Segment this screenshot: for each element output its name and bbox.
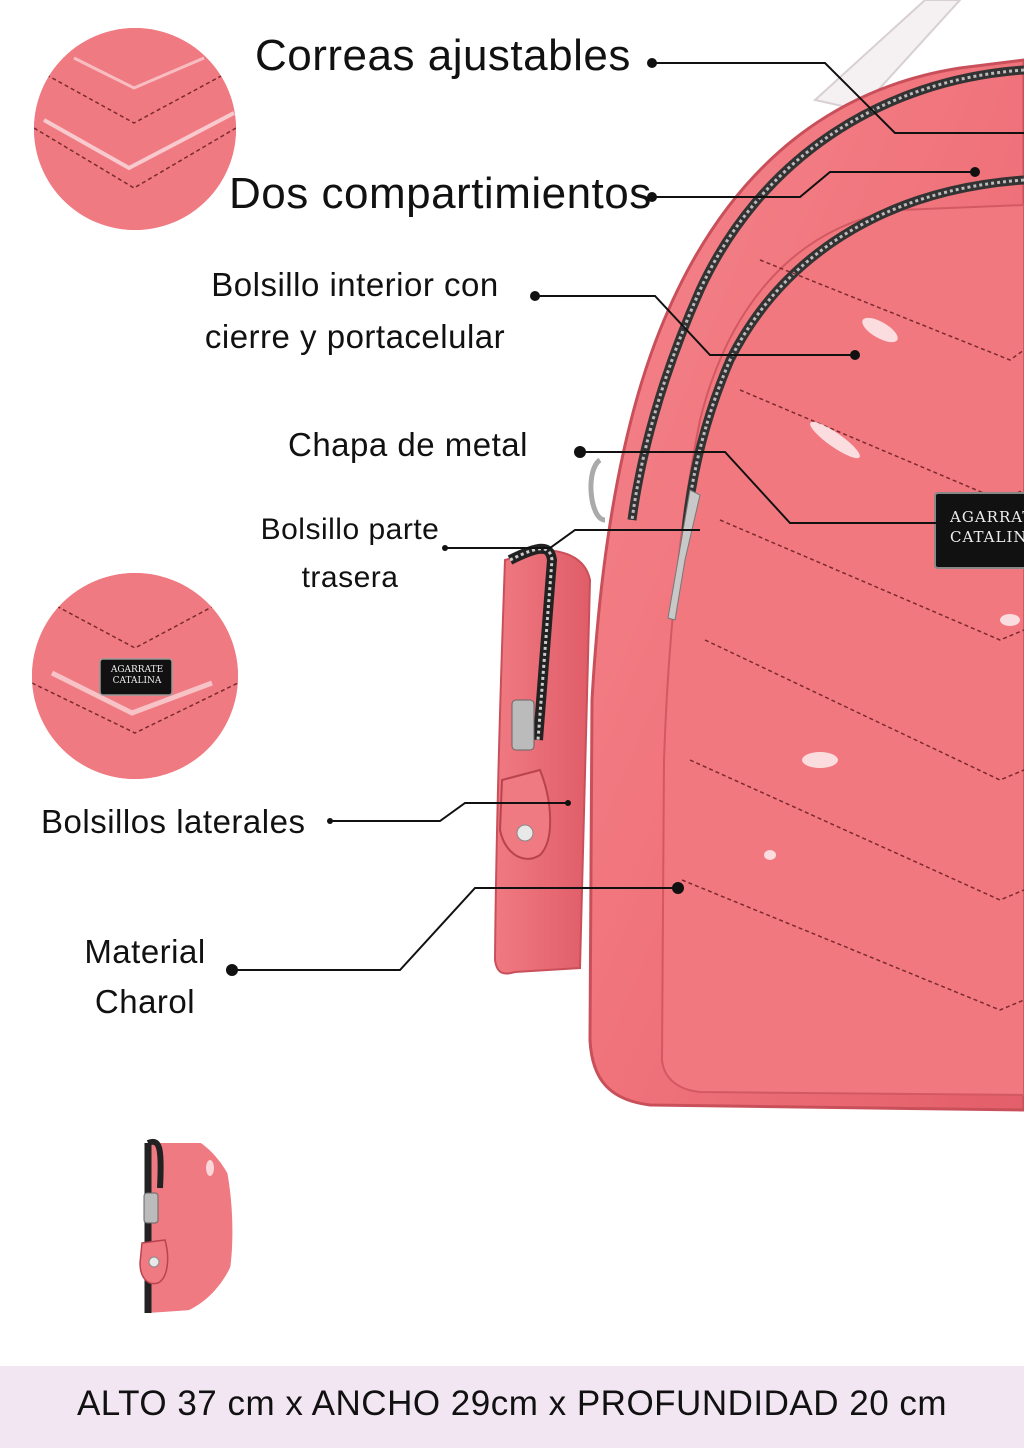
label-material-line1: Material: [84, 933, 206, 970]
brand-plate-line1: AGARRATE: [950, 508, 1024, 526]
brand-plate-line2: CATALINA: [950, 527, 1024, 546]
dimensions-text: ALTO 37 cm x ANCHO 29cm x PROFUNDIDAD 20…: [76, 1384, 948, 1423]
leader-lines: [232, 62, 1024, 971]
gloss-highlights: [764, 317, 1020, 860]
label-material-line2: Charol: [94, 982, 196, 1020]
side-pocket: [493, 548, 592, 975]
label-metal-plate: Chapa de metal: [288, 426, 528, 463]
detail-circle-brand-plate: AGARRATE CATALINA: [32, 573, 238, 779]
label-inner-pocket-line1: Bolsillo interior con: [211, 266, 499, 303]
side-pocket-detail-image: [70, 1128, 240, 1318]
clip-hardware: [667, 489, 701, 621]
label-back-pocket: Bolsillo parte trasera: [250, 512, 450, 596]
label-side-pockets: Bolsillos laterales: [41, 803, 306, 840]
label-inner-pocket: Bolsillo interior con cierre y portacelu…: [185, 265, 525, 356]
small-plate-line2: CATALINA: [112, 676, 162, 687]
chevron-detail-image: [34, 28, 236, 230]
small-plate-line1: AGARRATE: [110, 665, 164, 675]
label-back-pocket-line2: trasera: [301, 561, 399, 594]
label-adjustable-straps: Correas ajustables: [255, 31, 631, 80]
leader-dots: [226, 58, 980, 976]
metal-hook: [588, 457, 606, 523]
label-two-compartments: Dos compartimientos: [229, 169, 652, 218]
detail-circle-side-pocket: [70, 1128, 240, 1318]
dimensions-bar: [0, 1366, 1024, 1448]
brand-plate-detail-image: [32, 573, 238, 779]
chevron-stitching: [681, 259, 1024, 1011]
label-back-pocket-line1: Bolsillo parte: [260, 513, 440, 546]
zipper-tab: [498, 768, 552, 860]
label-material: Material Charol: [60, 932, 230, 1021]
detail-circle-chevron: [34, 28, 236, 230]
front-zipper: [681, 175, 1024, 531]
brand-plate-text: AGARRATE CATALINA: [950, 508, 1024, 547]
zipper-pull: [511, 699, 535, 751]
brand-plate: [934, 492, 1024, 569]
label-inner-pocket-line2: cierre y portacelular: [204, 317, 506, 355]
